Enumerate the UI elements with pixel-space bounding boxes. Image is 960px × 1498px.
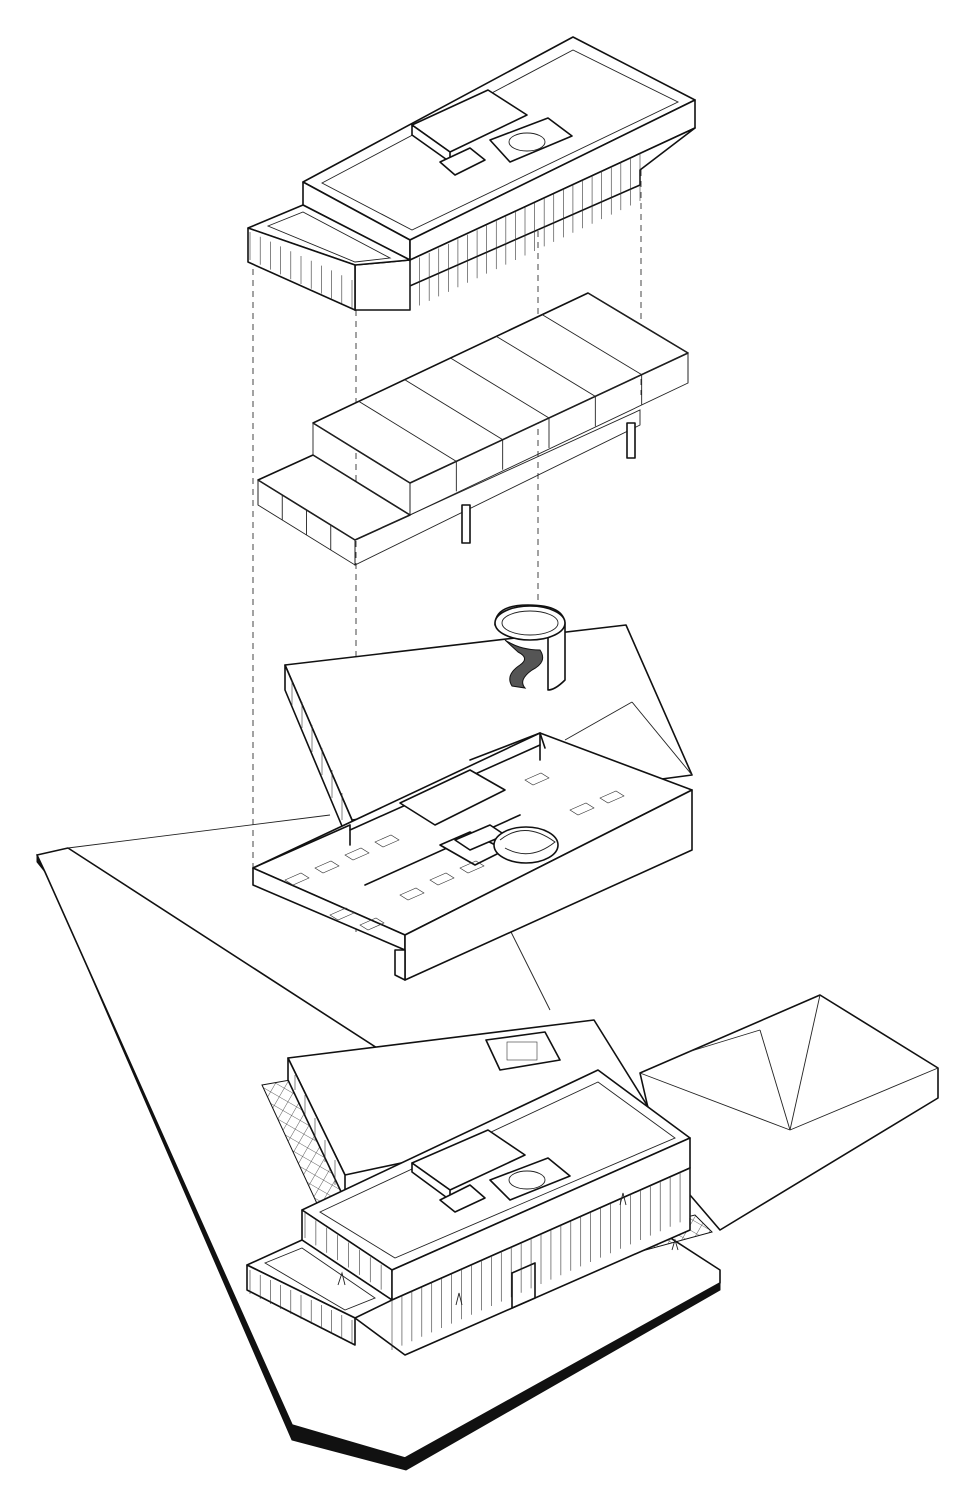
skylight-lower	[485, 1031, 561, 1071]
desk	[329, 907, 355, 921]
spiral-stair-plan	[493, 826, 559, 864]
office-floor-plan-layer	[252, 624, 693, 981]
main-block-on-site	[246, 1069, 691, 1356]
desk	[344, 847, 370, 861]
desk	[524, 772, 550, 786]
frame-beam	[450, 357, 550, 419]
desk	[284, 872, 310, 886]
roof-light-top	[489, 117, 573, 163]
frame-beam	[358, 400, 457, 462]
desk	[314, 860, 340, 874]
desk	[429, 872, 455, 886]
frame-beam	[404, 379, 503, 441]
ground-site-layer	[36, 814, 939, 1471]
spiral-stair-tower	[494, 604, 566, 691]
entrance-on-site	[511, 1262, 536, 1309]
desk	[374, 834, 400, 848]
roof-level-layer	[247, 36, 696, 311]
desk	[569, 802, 595, 816]
frame-beam	[541, 314, 642, 376]
desk	[459, 860, 485, 874]
desk	[599, 790, 625, 804]
desk	[399, 887, 425, 901]
frame-beam	[496, 335, 596, 397]
frame-beam	[587, 292, 689, 354]
frame-beam	[312, 422, 411, 484]
interior-walls	[252, 732, 546, 886]
structural-frame-layer	[257, 292, 689, 566]
columns	[461, 422, 636, 544]
desk-workstations	[284, 772, 625, 931]
desk	[359, 917, 385, 931]
